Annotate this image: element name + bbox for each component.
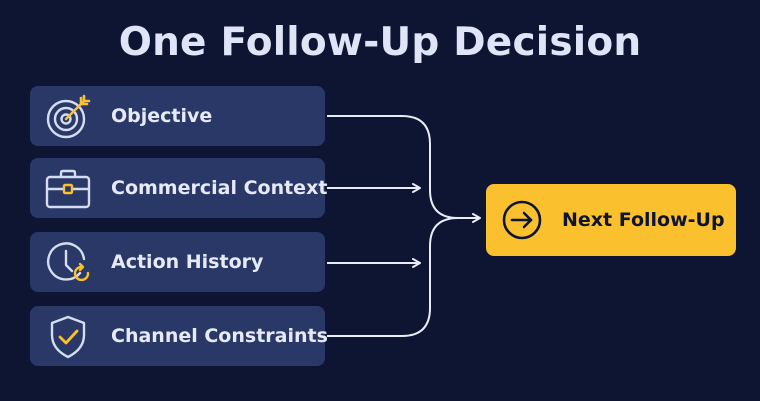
input-commercial-context: Commercial Context bbox=[30, 158, 328, 218]
input-action-history: Action History bbox=[30, 232, 325, 292]
output-label: Next Follow-Up bbox=[562, 209, 725, 231]
connector-objective bbox=[327, 115, 481, 223]
input-label: Channel Constraints bbox=[111, 325, 328, 347]
briefcase-icon bbox=[44, 165, 92, 213]
input-label: Action History bbox=[111, 251, 264, 273]
input-objective: Objective bbox=[30, 86, 325, 146]
diagram-title: One Follow-Up Decision bbox=[118, 20, 642, 65]
input-channel-constraints: Channel Constraints bbox=[30, 306, 328, 366]
input-label: Objective bbox=[111, 105, 213, 127]
input-label: Commercial Context bbox=[111, 177, 328, 199]
arrow-right-circle-icon bbox=[500, 198, 544, 242]
target-icon bbox=[44, 93, 92, 141]
output-next-follow-up: Next Follow-Up bbox=[486, 184, 736, 256]
shield-check-icon bbox=[44, 313, 92, 361]
clock-icon bbox=[44, 239, 92, 287]
connector-constraints bbox=[327, 217, 459, 337]
